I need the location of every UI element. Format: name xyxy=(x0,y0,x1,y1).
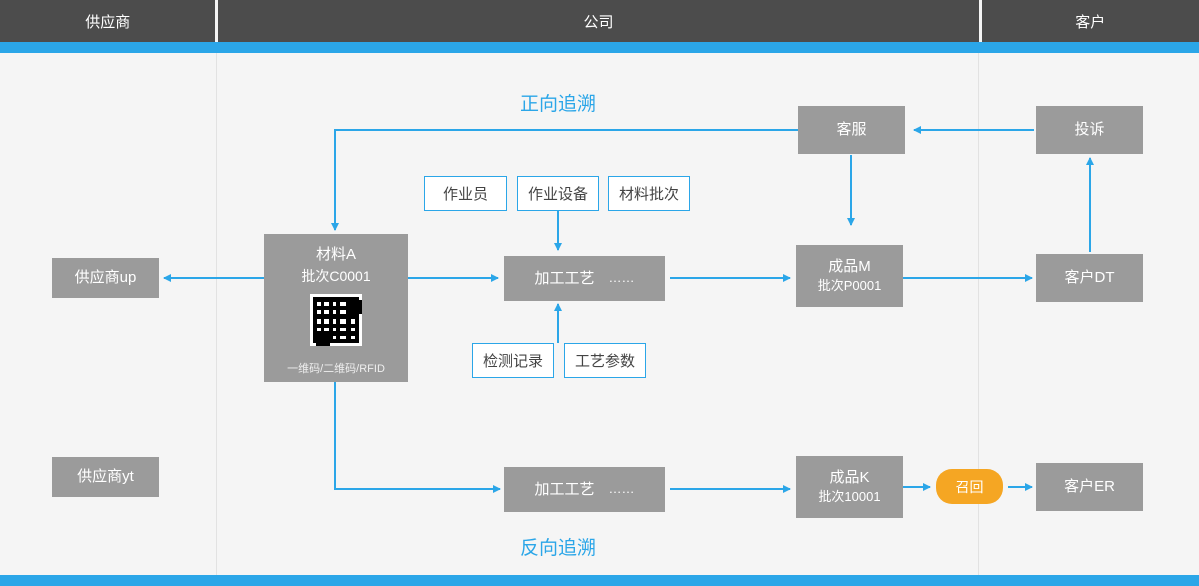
node-material-a[interactable]: 材料A 批次C0001 一维码/二维码/RFID xyxy=(264,234,408,382)
node-customer-dt[interactable]: 客户DT xyxy=(1036,254,1143,302)
accent-bar-bottom xyxy=(0,575,1199,586)
material-a-batch: 批次C0001 xyxy=(301,268,371,284)
node-product-m-batch: 批次P0001 xyxy=(817,278,882,294)
node-recall[interactable]: 召回 xyxy=(936,469,1003,504)
accent-bar-top xyxy=(0,42,1199,53)
column-divider-left xyxy=(216,53,217,575)
node-complaint-label: 投诉 xyxy=(1074,121,1105,139)
header-label-company: 公司 xyxy=(583,13,614,31)
node-product-k-title: 成品K xyxy=(829,468,870,486)
node-product-m-title: 成品M xyxy=(828,257,871,275)
header-cell-supplier: 供应商 xyxy=(0,0,219,51)
column-divider-right xyxy=(978,53,979,575)
node-customer-service-label: 客服 xyxy=(836,121,867,139)
node-process-bottom-label: 加工工艺 xyxy=(534,480,595,498)
node-product-k[interactable]: 成品K 批次10001 xyxy=(796,456,903,518)
qr-code-icon xyxy=(310,294,362,346)
caption-reverse-trace: 反向追溯 xyxy=(520,538,597,559)
label-equipment[interactable]: 作业设备 xyxy=(517,176,599,211)
header-label-customer: 客户 xyxy=(1075,13,1106,31)
node-supplier-up[interactable]: 供应商up xyxy=(52,258,159,298)
caption-forward-trace: 正向追溯 xyxy=(520,94,597,115)
node-customer-dt-label: 客户DT xyxy=(1064,269,1115,287)
header-cell-customer: 客户 xyxy=(981,0,1199,51)
node-recall-label: 召回 xyxy=(955,478,984,495)
node-process-top-dots: …… xyxy=(608,270,635,286)
node-supplier-up-label: 供应商up xyxy=(74,269,137,287)
label-process-parameter[interactable]: 工艺参数 xyxy=(564,343,646,378)
label-inspection-record[interactable]: 检测记录 xyxy=(472,343,554,378)
node-process-top-label: 加工工艺 xyxy=(534,269,595,287)
label-operator[interactable]: 作业员 xyxy=(424,176,507,211)
header-cell-company: 公司 xyxy=(218,0,982,51)
label-material-batch[interactable]: 材料批次 xyxy=(608,176,690,211)
node-process-top[interactable]: 加工工艺 …… xyxy=(504,256,665,301)
node-process-bottom-dots: …… xyxy=(608,481,635,497)
node-customer-er[interactable]: 客户ER xyxy=(1036,463,1143,511)
node-customer-er-label: 客户ER xyxy=(1064,478,1115,496)
node-product-m[interactable]: 成品M 批次P0001 xyxy=(796,245,903,307)
node-supplier-yt-label: 供应商yt xyxy=(77,468,134,486)
node-process-bottom[interactable]: 加工工艺 …… xyxy=(504,467,665,512)
node-customer-service[interactable]: 客服 xyxy=(798,106,905,154)
material-a-title: 材料A xyxy=(315,246,356,263)
node-complaint[interactable]: 投诉 xyxy=(1036,106,1143,154)
node-supplier-yt[interactable]: 供应商yt xyxy=(52,457,159,497)
node-product-k-batch: 批次10001 xyxy=(818,489,881,505)
header-label-supplier: 供应商 xyxy=(85,13,131,31)
header-band: 供应商 公司 客户 xyxy=(0,0,1199,51)
material-a-code-types: 一维码/二维码/RFID xyxy=(287,363,385,375)
